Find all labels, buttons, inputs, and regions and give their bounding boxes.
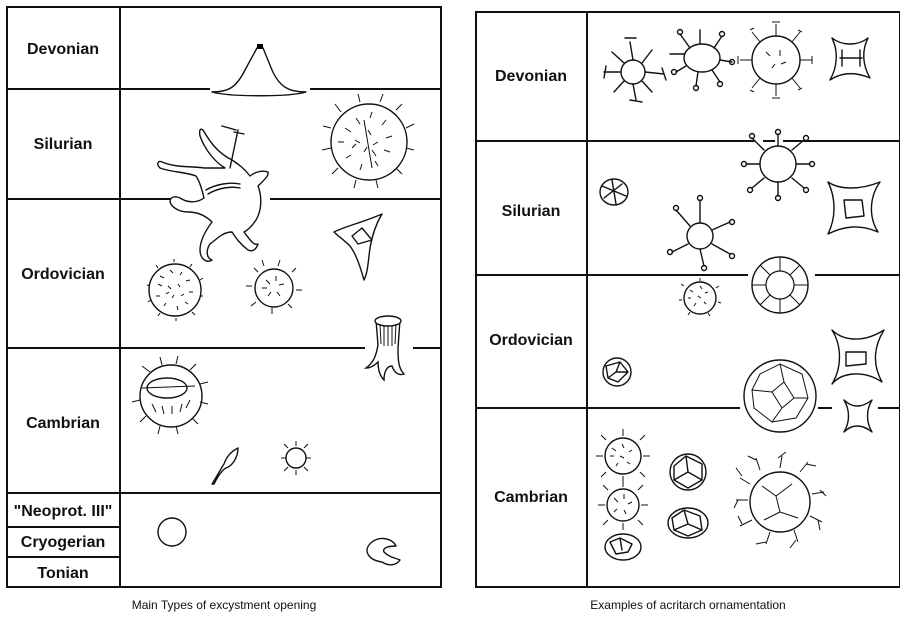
smooth-sphere-fossil	[158, 518, 186, 546]
silurian-concave-fossil	[828, 182, 880, 234]
small-spiny-cambrian-fossil	[281, 441, 311, 475]
small-spiny-sphere-fossil	[246, 260, 302, 314]
right-panel-caption: Examples of acritarch ornamentation	[590, 598, 785, 612]
left-row-label-cambrian: Cambrian	[26, 415, 100, 432]
left-panel-caption: Main Types of excystment opening	[132, 598, 317, 612]
silurian-reticulate-sphere-fossil	[600, 179, 628, 205]
left-panel: Devonian Silurian Ordovician Cambrian "N…	[7, 7, 441, 612]
left-row-label-cryogerian: Cryogerian	[21, 534, 105, 551]
ordovician-polygonal-fossil	[744, 360, 816, 432]
devonian-tetragonal-fossil	[830, 38, 870, 80]
right-row-label-silurian: Silurian	[502, 203, 561, 220]
left-row-label-silurian: Silurian	[34, 136, 93, 153]
ordovician-granular-fossil	[679, 278, 721, 316]
flask-tower-fossil	[366, 316, 404, 380]
ordovician-reticulate-fossil	[603, 358, 631, 386]
devonian-star-fossil-1	[604, 38, 666, 102]
cambrian-spiny-sphere-fossil-1	[596, 429, 650, 483]
cambrian-reticulate-sphere-fossil-1	[605, 534, 641, 560]
ordovician-small-concave-fossil	[844, 400, 872, 432]
spiny-sphere-fossil	[322, 94, 414, 188]
cambrian-reticulate-sphere-fossil-2	[668, 508, 708, 538]
star-spined-fossil	[158, 126, 268, 261]
right-row-label-cambrian: Cambrian	[494, 489, 568, 506]
devonian-spiny-sphere-fossil	[738, 22, 812, 98]
devonian-star-fossil-2	[670, 30, 735, 91]
right-row-label-devonian: Devonian	[495, 68, 567, 85]
cambrian-polygonal-sphere-fossil	[670, 454, 706, 490]
left-row-label-ordovician: Ordovician	[21, 266, 105, 283]
funnel-fossil	[212, 448, 238, 484]
granular-sphere-fossil	[147, 259, 203, 321]
left-row-label-neoprot: "Neoprot. III"	[14, 503, 113, 520]
pylome-tower-fossil	[212, 44, 306, 96]
silurian-star-fossil	[668, 196, 735, 271]
tetrahedral-fossil	[334, 214, 382, 280]
left-row-label-devonian: Devonian	[27, 41, 99, 58]
ordovician-hourglass-fossil	[832, 330, 884, 384]
right-row-label-ordovician: Ordovician	[489, 332, 573, 349]
cambrian-branched-spiny-fossil	[734, 452, 826, 548]
cambrian-spiny-sphere-fossil-2	[598, 480, 648, 530]
crescent-fossil	[367, 539, 400, 565]
left-row-label-tonian: Tonian	[37, 565, 88, 582]
cambrian-left-spiny-fossil	[132, 356, 208, 434]
ordovician-radial-fossil	[752, 257, 808, 313]
